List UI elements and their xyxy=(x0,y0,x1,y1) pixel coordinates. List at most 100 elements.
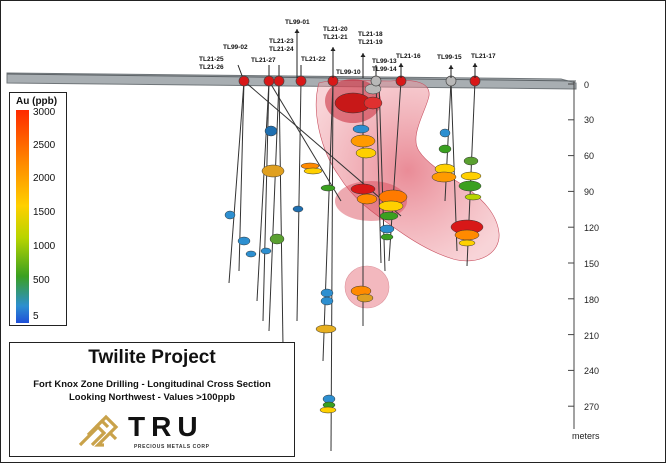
assay-disc xyxy=(350,183,376,195)
ground-surface-top xyxy=(6,73,577,82)
depth-label: 150 xyxy=(584,259,599,269)
drillhole-label: TL99-14 xyxy=(372,66,397,73)
drillhole-collars xyxy=(237,29,481,87)
depth-ticks xyxy=(568,83,574,407)
drillhole-label: TL21-23 xyxy=(269,38,294,45)
assay-disc xyxy=(320,288,334,298)
section-subtitle: Fort Knox Zone Drilling - Longitudinal C… xyxy=(33,379,271,390)
drillhole-label: TL21-27 xyxy=(251,57,276,64)
drillhole-label: TL21-25 xyxy=(199,56,224,63)
drillhole-trace xyxy=(262,80,270,322)
depth-label: 120 xyxy=(584,223,599,233)
mineralized-zones xyxy=(315,79,500,309)
drillhole-trace xyxy=(278,80,284,347)
assay-disc xyxy=(380,233,394,241)
depth-label: 240 xyxy=(584,366,599,376)
drillhole-label: TL21-19 xyxy=(358,39,383,46)
legend-tick: 1000 xyxy=(33,241,56,252)
legend-tick: 2000 xyxy=(33,173,56,184)
drillhole-trace xyxy=(256,80,270,302)
depth-label: 0 xyxy=(584,80,589,90)
arrow-head-icon xyxy=(472,63,478,67)
assay-disc xyxy=(356,193,378,205)
drillhole-collar xyxy=(273,75,285,87)
drillhole-label: TL99-01 xyxy=(285,19,310,26)
legend-color-ramp xyxy=(16,110,29,323)
assay-discs xyxy=(224,83,484,414)
drillhole-label: TL21-26 xyxy=(199,64,224,71)
assay-disc xyxy=(320,296,334,306)
drillhole-label: TL21-20 xyxy=(323,26,348,33)
project-title: Twilite Project xyxy=(88,347,216,368)
assay-disc xyxy=(356,293,374,303)
legend-tick: 500 xyxy=(33,275,50,286)
assay-disc xyxy=(303,167,323,175)
assay-disc xyxy=(460,171,482,181)
depth-label: 180 xyxy=(584,295,599,305)
drillhole-label: TL99-02 xyxy=(223,44,248,51)
drillhole-collar xyxy=(370,75,382,87)
assay-disc xyxy=(458,180,482,192)
drillhole-trace xyxy=(268,80,280,332)
depth-label: 30 xyxy=(584,115,594,125)
legend-tick: 1500 xyxy=(33,207,56,218)
drillhole-label: TL99-10 xyxy=(336,69,361,76)
drillhole-label: TL21-16 xyxy=(396,53,421,60)
assay-disc xyxy=(438,144,452,154)
assay-disc xyxy=(264,125,278,137)
legend-title: Au (ppb) xyxy=(16,96,58,107)
depth-label: 90 xyxy=(584,187,594,197)
assay-disc xyxy=(269,233,285,245)
logo-mark-icon xyxy=(78,414,119,447)
assay-disc xyxy=(292,205,304,213)
arrow-head-icon xyxy=(360,53,366,57)
assay-disc xyxy=(379,224,395,234)
assay-disc xyxy=(319,406,337,414)
depth-label: 270 xyxy=(584,402,599,412)
assay-disc xyxy=(454,229,480,241)
ground-surface xyxy=(6,72,577,90)
depth-labels: 0 30 60 90 120 150 180 210 240 270 meter… xyxy=(572,80,600,441)
assay-disc xyxy=(363,96,383,110)
assay-disc xyxy=(261,164,285,178)
drillhole-label: TL99-13 xyxy=(372,58,397,65)
assay-disc xyxy=(352,124,370,134)
assay-disc xyxy=(245,250,257,258)
company-logo: TRU PRECIOUS METALS CORP xyxy=(74,409,224,453)
depth-label: 60 xyxy=(584,151,594,161)
drillhole-labels: TL21-25TL21-26TL99-02TL21-27TL21-23TL21-… xyxy=(199,19,496,76)
title-block: Twilite Project Fort Knox Zone Drilling … xyxy=(9,342,295,457)
assay-disc xyxy=(431,171,457,183)
assay-disc xyxy=(320,184,336,192)
assay-disc xyxy=(439,128,451,138)
assay-disc xyxy=(237,236,251,246)
arrow-head-icon xyxy=(330,47,336,51)
drillhole-trace xyxy=(268,80,342,202)
drillhole-trace xyxy=(375,80,382,264)
drillhole-trace xyxy=(243,80,402,217)
assay-disc xyxy=(463,156,479,166)
drillhole-collar xyxy=(263,75,275,87)
arrow-head-icon xyxy=(294,29,300,33)
drillhole-label: TL99-15 xyxy=(437,54,462,61)
assay-disc xyxy=(315,324,337,334)
drillhole-trace xyxy=(322,80,334,362)
depth-unit: meters xyxy=(572,431,600,441)
assay-disc xyxy=(458,239,476,247)
legend-tick: 5 xyxy=(33,311,39,322)
assay-disc xyxy=(224,210,236,220)
drillhole-label: TL21-21 xyxy=(323,34,348,41)
arrow-head-icon xyxy=(398,63,404,67)
logo-subtitle: PRECIOUS METALS CORP xyxy=(134,444,210,450)
assay-disc xyxy=(378,200,404,212)
legend-tick: 3000 xyxy=(33,107,56,118)
drillhole-label: TL21-18 xyxy=(358,31,383,38)
drillhole-label: TL21-24 xyxy=(269,46,294,53)
grade-legend: Au (ppb) 3000 2500 2000 1500 1000 500 5 xyxy=(9,92,67,326)
legend-tick: 2500 xyxy=(33,140,56,151)
drillhole-trace xyxy=(228,80,245,284)
assay-disc xyxy=(355,147,377,159)
logo-wordmark: TRU xyxy=(128,411,204,442)
